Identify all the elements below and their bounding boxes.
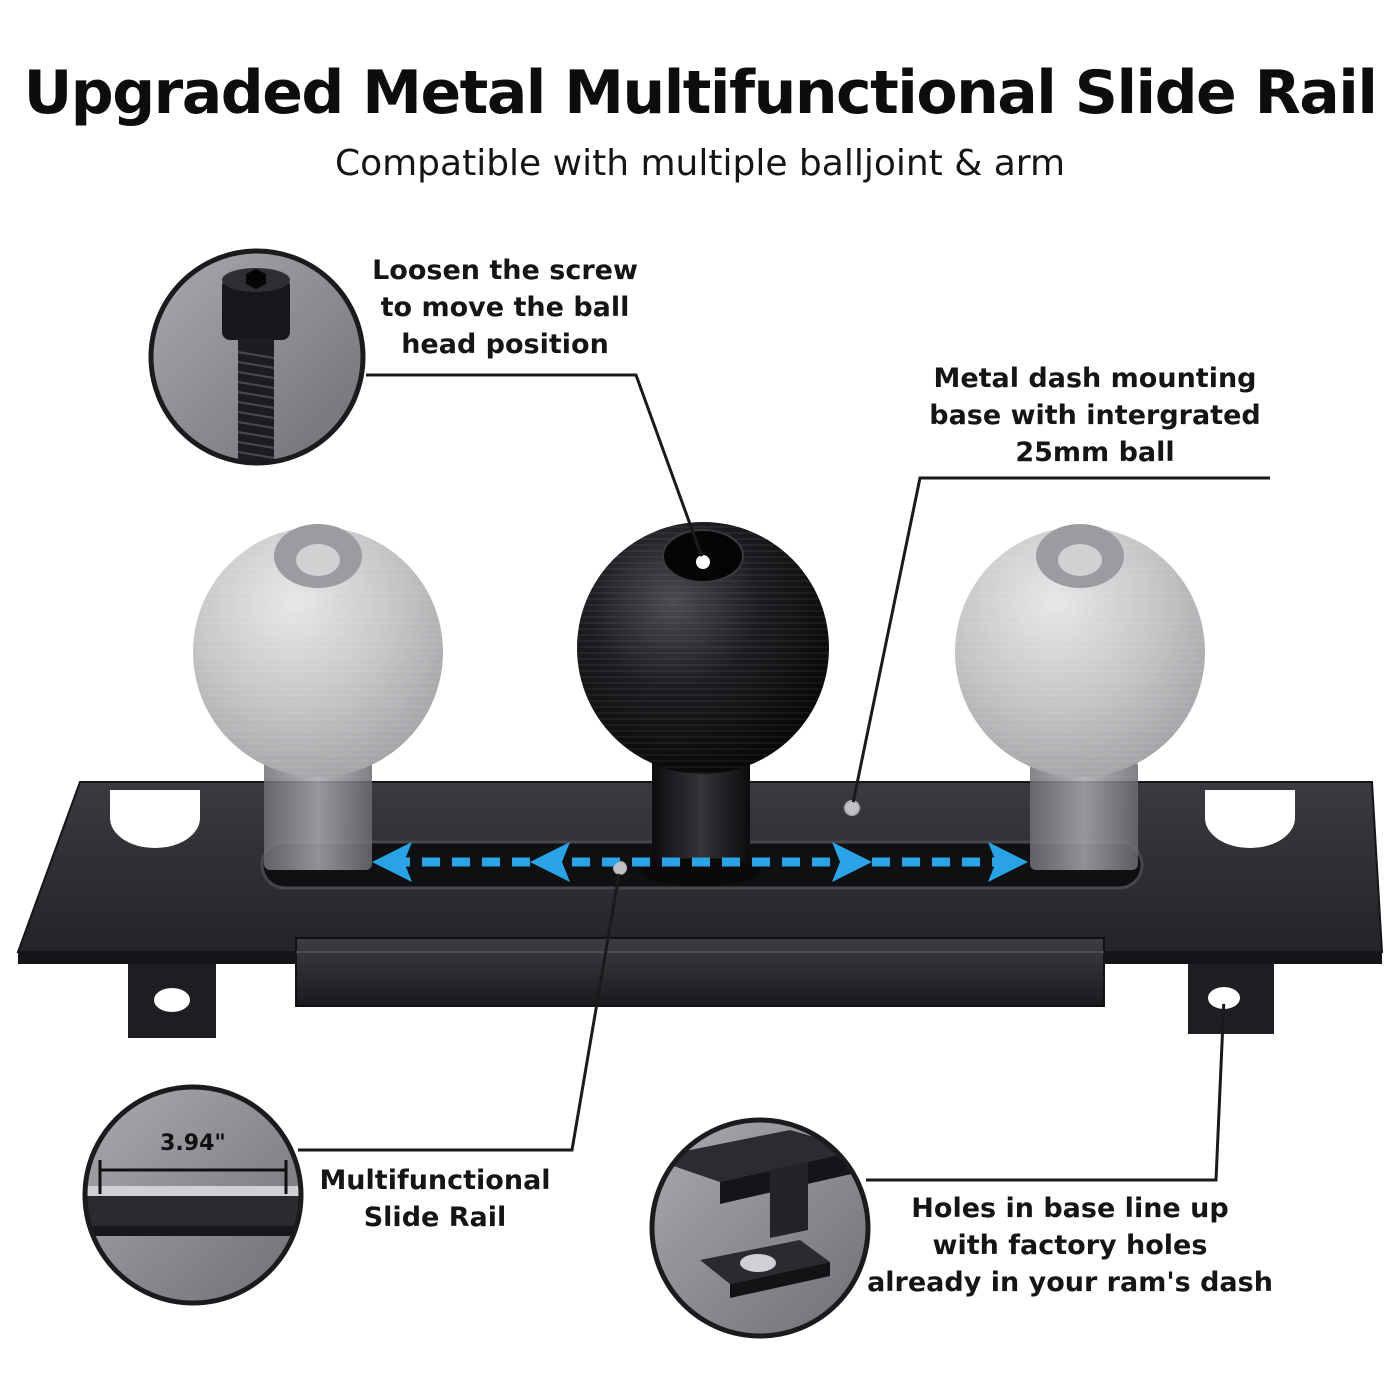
callout-line: to move the ball [380,292,630,323]
callout-line: Holes in base line up [911,1193,1229,1224]
callout-line: Multifunctional [319,1165,551,1196]
plate-notch-right [1205,790,1295,848]
socket-cap-screw-icon [222,268,290,463]
rail-dimension-label: 3.94" [160,1131,226,1156]
mounting-tab-left [128,962,216,1038]
callout-line: Loosen the screw [372,255,638,286]
leader-base [850,476,1270,809]
center-ball-head [577,522,829,886]
callout-line: 25mm ball [1015,437,1175,468]
callout-slide-rail: Multifunctional Slide Rail [300,1162,570,1236]
ghost-ball-left [193,524,443,870]
leader-screw [366,373,705,561]
callout-line: Slide Rail [363,1202,507,1233]
ghost-ball-right [955,524,1205,870]
callout-loosen-screw: Loosen the screw to move the ball head p… [340,252,670,363]
leader-rail [298,867,622,1152]
page-title: Upgraded Metal Multifunctional Slide Rai… [23,58,1378,128]
front-slide-rail [295,937,1105,1007]
leader-holes [866,997,1226,1182]
callout-factory-holes: Holes in base line up with factory holes… [850,1190,1290,1301]
inset-screw [148,248,366,466]
double-direction-arrow-icon [372,842,1028,882]
inset-rail-dimension: 3.94" [82,1084,304,1306]
callout-metal-base: Metal dash mounting base with intergrate… [900,360,1290,471]
callout-line: Metal dash mounting [933,363,1257,394]
mounting-hole-left [154,988,190,1012]
leader-lines [298,373,1270,1182]
inset-mounting-holes [649,1117,871,1339]
page-subtitle: Compatible with multiple balljoint & arm [334,143,1066,184]
inset-hole [740,1254,776,1272]
callout-line: with factory holes [932,1230,1208,1261]
callout-line: base with intergrated [929,400,1261,431]
callout-line: head position [401,329,609,360]
callout-line: already in your ram's dash [867,1267,1273,1298]
plate-notch-left [110,790,200,848]
mounting-tab-right [1188,962,1274,1034]
